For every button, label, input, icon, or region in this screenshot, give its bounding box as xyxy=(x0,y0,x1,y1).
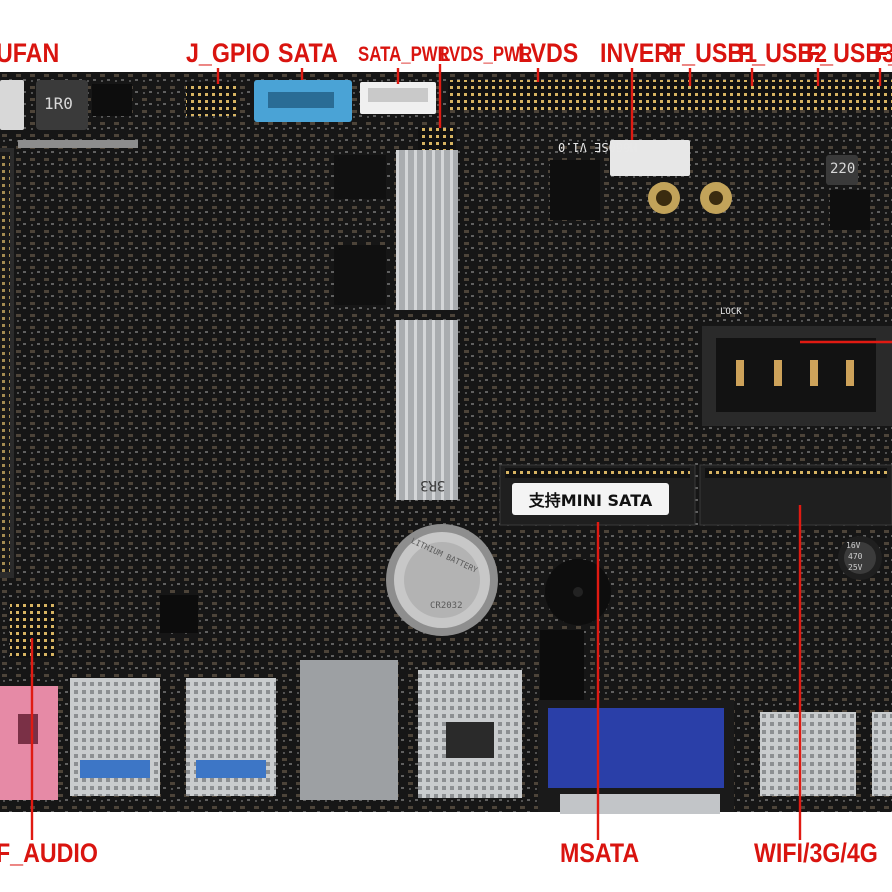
cap-value-silk: 470 xyxy=(848,552,863,561)
inductor-220-silk: 220 xyxy=(830,161,856,177)
cap-rating-silk: 25V xyxy=(848,563,863,572)
inductor-3r3-silk: 3R3 xyxy=(420,477,446,493)
callout-f-audio: F_AUDIO xyxy=(0,838,98,868)
callout-sata: SATA xyxy=(278,38,338,68)
board-model-silk: M660SE V1.0 xyxy=(558,140,638,154)
battery-model-silk: CR2032 xyxy=(430,601,463,611)
inductor-1r0-silk: 1R0 xyxy=(44,94,73,113)
callout-wifi-3g-4g: WIFI/3G/4G xyxy=(754,838,878,868)
callout-lvds-pwr: LVDS_PWR xyxy=(440,43,533,66)
cap-voltage-silk: 16V xyxy=(846,541,861,550)
callout-f-usb2: F_USB2 xyxy=(738,38,828,68)
callout-f-usb3: F_USB3 xyxy=(806,38,892,68)
callout-lvds: LVDS xyxy=(518,38,579,68)
callout-j-gpio: J_GPIO xyxy=(186,38,270,68)
mini-sata-placard: 支持MINI SATA xyxy=(512,483,669,515)
callout-sata-pwr: SATA_PWR xyxy=(358,43,450,66)
callout-invert: INVERT xyxy=(600,38,686,68)
callout-cpufan: UFAN xyxy=(0,38,60,68)
callout-f-usb1: F_USB1 xyxy=(668,38,758,68)
sim-lock-silk: LOCK xyxy=(720,307,742,317)
callout-f-cut: F_ xyxy=(874,38,892,68)
callout-msata: MSATA xyxy=(560,838,640,868)
